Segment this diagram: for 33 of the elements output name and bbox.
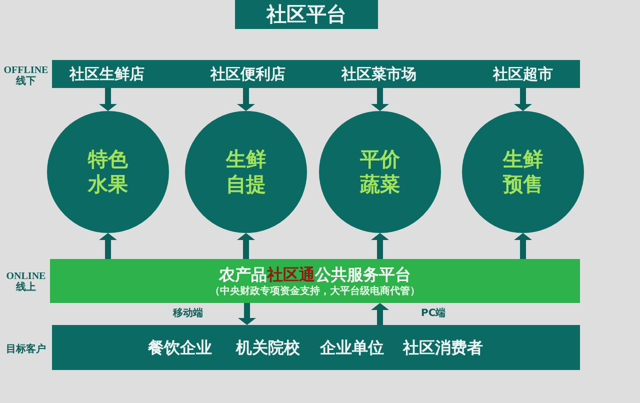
row-label: ONLINE 线上 — [5, 271, 47, 293]
arrow — [371, 88, 389, 111]
store-name: 社区超市 — [493, 60, 553, 88]
arrow — [514, 233, 532, 259]
arrow — [371, 303, 389, 325]
store-name: 社区生鲜店 — [70, 60, 144, 88]
arrow — [238, 303, 256, 325]
platform-title: 农产品社区通公共服务平台 — [219, 265, 411, 284]
customer-type: 餐饮企业 — [148, 338, 212, 358]
title: 社区平台 — [235, 0, 378, 29]
customer-type: 社区消费者 — [403, 338, 483, 358]
service-name: 平价蔬菜 — [359, 147, 401, 197]
edge-label: PC端 — [420, 308, 447, 320]
arrow — [237, 233, 255, 259]
edge-label: 移动端 — [172, 308, 204, 320]
customer-type: 机关院校 — [236, 338, 300, 358]
customer-bar — [52, 325, 580, 370]
service-name: 特色水果 — [87, 147, 129, 197]
platform-subtitle: （中央财政专项资金支持，大平台级电商代管） — [210, 286, 420, 298]
customer-type: 企业单位 — [320, 338, 384, 358]
arrow — [237, 88, 255, 111]
arrow — [99, 88, 117, 111]
row-label: 目标客户 — [5, 344, 47, 355]
arrow — [99, 233, 117, 259]
platform-banner — [50, 259, 580, 303]
row-label: OFFLINE 线下 — [2, 65, 50, 87]
arrow — [514, 88, 532, 111]
store-name: 社区菜市场 — [342, 60, 416, 88]
arrow — [371, 233, 389, 259]
service-name: 生鲜自提 — [225, 147, 267, 197]
offline-channel-bar — [52, 60, 580, 88]
service-name: 生鲜预售 — [502, 147, 544, 197]
store-name: 社区便利店 — [210, 60, 286, 88]
